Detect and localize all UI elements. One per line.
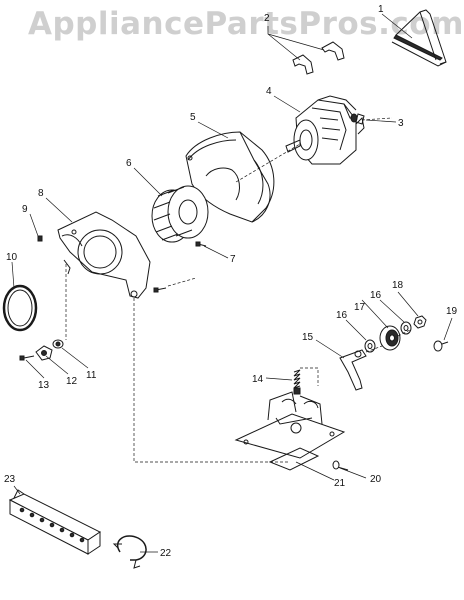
callout-5: 5 bbox=[190, 112, 196, 123]
part-2-clips[interactable] bbox=[292, 41, 345, 75]
part-16-washer-b[interactable] bbox=[400, 321, 412, 335]
part-4-motor[interactable] bbox=[285, 95, 365, 165]
callout-4: 4 bbox=[266, 86, 272, 97]
leader-lines bbox=[11, 13, 453, 553]
part-22-clamp[interactable] bbox=[112, 535, 147, 569]
part-16-washer-a[interactable] bbox=[364, 339, 376, 353]
part-7-screws[interactable] bbox=[153, 241, 207, 293]
part-13-screw[interactable] bbox=[19, 355, 35, 361]
part-8-front-housing[interactable] bbox=[57, 211, 151, 299]
part-17-idler-pulley[interactable] bbox=[379, 325, 401, 351]
callout-7: 7 bbox=[230, 254, 236, 265]
part-19-bolt[interactable] bbox=[433, 340, 449, 352]
part-1-drive-belt[interactable] bbox=[391, 9, 447, 67]
callout-22: 22 bbox=[160, 548, 172, 559]
part-14-spring[interactable] bbox=[293, 369, 301, 395]
part-3-screw[interactable] bbox=[355, 113, 393, 125]
part-15-idler-arm[interactable] bbox=[339, 349, 367, 391]
callout-9: 9 bbox=[22, 204, 28, 215]
part-23-terminal-block[interactable] bbox=[8, 489, 101, 555]
watermark-logo: AppliancePartsPros.com bbox=[28, 6, 464, 42]
part-18-nut[interactable] bbox=[413, 315, 427, 329]
part-5-blower-housing[interactable] bbox=[185, 131, 275, 223]
callout-23: 23 bbox=[4, 474, 16, 485]
callout-16a: 16 bbox=[336, 310, 348, 321]
part-20-screw[interactable] bbox=[332, 460, 349, 471]
part-12-thermostat[interactable] bbox=[35, 345, 53, 361]
callout-21: 21 bbox=[334, 478, 346, 489]
callout-labels: 1 2 3 4 5 6 7 8 9 10 11 12 13 14 15 16 1… bbox=[4, 4, 458, 559]
part-21-motor-mount[interactable] bbox=[234, 391, 346, 471]
part-6-blower-wheel[interactable] bbox=[151, 185, 209, 243]
callout-10: 10 bbox=[6, 252, 18, 263]
part-9-screw[interactable] bbox=[37, 235, 43, 242]
callout-16b: 16 bbox=[370, 290, 382, 301]
callout-14: 14 bbox=[252, 374, 264, 385]
assembly-lines bbox=[65, 143, 411, 463]
part-10-seal-ring[interactable] bbox=[2, 284, 38, 332]
callout-2: 2 bbox=[264, 13, 270, 24]
part-11-bushing[interactable] bbox=[52, 339, 64, 349]
callout-15: 15 bbox=[302, 332, 314, 343]
callout-3: 3 bbox=[398, 118, 404, 129]
callout-17: 17 bbox=[354, 302, 366, 313]
callout-1: 1 bbox=[378, 4, 384, 15]
callout-13: 13 bbox=[38, 380, 50, 391]
callout-12: 12 bbox=[66, 376, 78, 387]
callout-19: 19 bbox=[446, 306, 458, 317]
callout-8: 8 bbox=[38, 188, 44, 199]
callout-18: 18 bbox=[392, 280, 404, 291]
callout-20: 20 bbox=[370, 474, 382, 485]
callout-11: 11 bbox=[86, 370, 97, 381]
callout-6: 6 bbox=[126, 158, 132, 169]
